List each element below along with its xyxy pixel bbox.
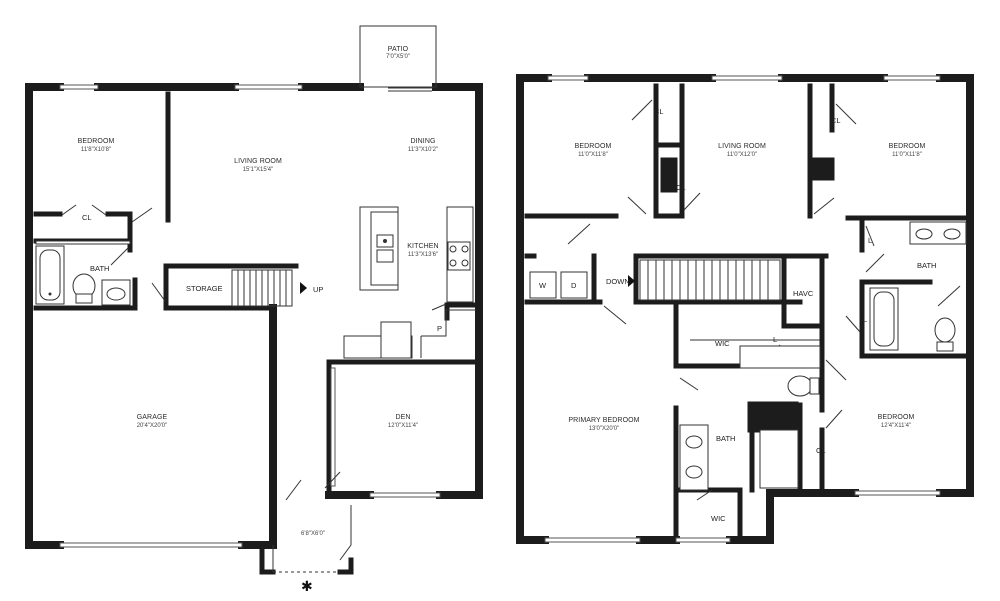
patio-outline (359, 25, 437, 92)
room-name: PRIMARY BEDROOM (568, 417, 639, 424)
second-floor-plan: BEDROOM 11'0"X11'8" LIVING ROOM 11'0"X12… (516, 74, 974, 544)
first-floor-labels: PATIO 7'0"X5'0" BEDROOM 11'8"X10'8" LIVI… (78, 46, 442, 537)
room-name: KITCHEN (407, 243, 438, 250)
bath-tag: BATH (716, 434, 735, 443)
room-dims: 7'0"X5'0" (386, 54, 410, 60)
stairs-up-tag: UP (313, 285, 323, 294)
closet-tag: CL (654, 107, 664, 116)
second-floor-stairs (628, 259, 781, 301)
closet-tag: CL (816, 446, 826, 455)
laundry-appliances (529, 271, 588, 299)
room-name: BEDROOM (889, 143, 926, 150)
room-dims: 11'3"X10'2" (408, 147, 438, 153)
room-dims: 11'3"X13'6" (408, 252, 438, 258)
first-floor-bath-fixtures (35, 240, 131, 306)
storage-tag: STORAGE (186, 284, 223, 293)
room-dims: 20'4"X20'0" (137, 423, 168, 429)
kitchen-fixtures (343, 206, 476, 359)
linen-tag: L (868, 236, 872, 245)
room-name: LIVING ROOM (718, 143, 766, 150)
entry-porch-outline (272, 505, 352, 572)
closet-tag: CL (82, 213, 92, 222)
closet-tag: CL (831, 116, 841, 125)
room-name: BEDROOM (878, 414, 915, 421)
walk-in-closet-tag: WIC (711, 514, 726, 523)
linen-tag: L (863, 315, 867, 324)
first-floor-windows (59, 84, 441, 548)
dryer-tag: D (571, 281, 577, 290)
havc-tag: HAVC (793, 289, 814, 298)
washer-tag: W (539, 281, 547, 290)
first-floor-plan: ✱ (25, 25, 483, 595)
room-name: GARAGE (137, 414, 168, 421)
room-name: BEDROOM (575, 143, 612, 150)
room-dims: 11'0"X12'0" (727, 152, 757, 158)
room-dims: 6'8"X6'0" (301, 531, 325, 537)
room-name: DINING (410, 138, 435, 145)
first-floor-stairs (231, 269, 307, 307)
second-floor-labels: BEDROOM 11'0"X11'8" LIVING ROOM 11'0"X12… (539, 107, 936, 523)
first-floor-interior-walls (33, 91, 479, 575)
room-name: DEN (395, 414, 410, 421)
room-dims: 12'4"X11'4" (881, 423, 911, 429)
second-floor-bath-fixtures (679, 221, 967, 491)
room-name: BEDROOM (78, 138, 115, 145)
pantry-tag: P (437, 324, 442, 333)
room-name: PATIO (388, 46, 409, 53)
bath-tag: BATH (90, 264, 109, 273)
first-floor-walls (25, 83, 483, 549)
room-dims: 13'0"X20'0" (589, 426, 620, 432)
stairs-down-tag: DOWN (606, 277, 630, 286)
linen-tag: L (773, 335, 777, 344)
room-dims: 11'0"X11'8" (892, 152, 922, 158)
walk-in-closet-tag: WIC (715, 339, 730, 348)
room-dims: 11'8"X10'8" (81, 147, 111, 153)
room-dims: 12'0"X11'4" (388, 423, 418, 429)
room-dims: 11'0"X11'8" (578, 152, 608, 158)
room-name: LIVING ROOM (234, 158, 282, 165)
second-floor-walls (516, 74, 974, 544)
second-floor-windows (544, 75, 941, 543)
first-floor-doors (61, 204, 447, 501)
bath-tag: BATH (917, 261, 936, 270)
closet-tag: CL (676, 183, 686, 192)
entry-star: ✱ (301, 579, 313, 595)
room-dims: 15'1"X15'4" (243, 167, 274, 173)
